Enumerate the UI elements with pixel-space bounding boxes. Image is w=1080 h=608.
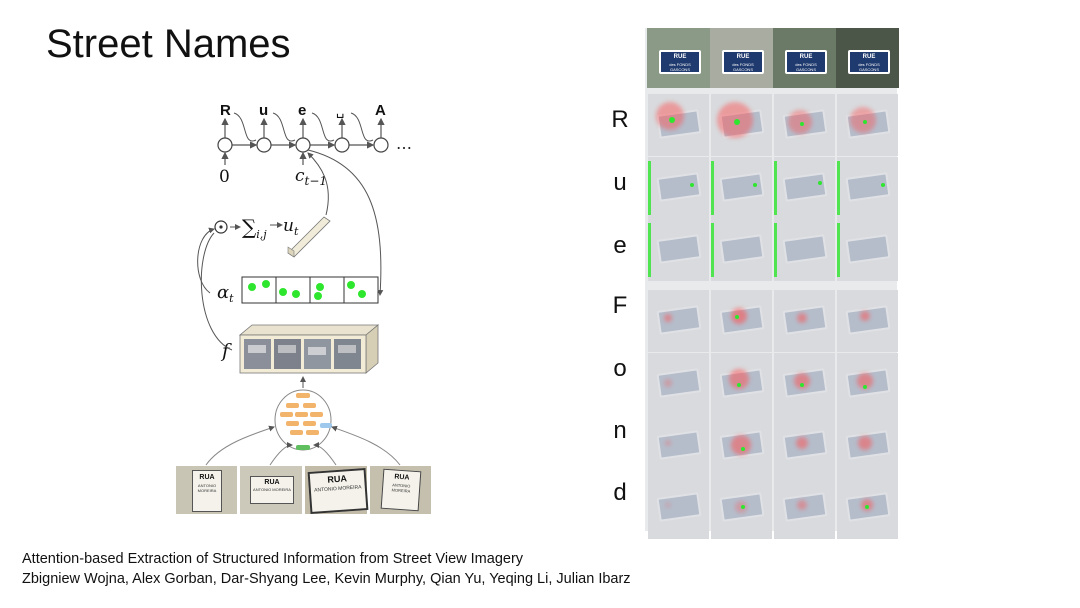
attention-map-thumbnail [837,219,898,281]
paper-authors: Zbigniew Wojna, Alex Gorban, Dar-Shyang … [22,571,631,587]
paper-title: Attention-based Extraction of Structured… [22,551,524,567]
attention-map-thumbnail [711,157,772,219]
rnn-node [373,137,389,153]
attention-map-thumbnail [774,94,835,156]
attention-map-thumbnail [648,415,709,477]
output-char: u [259,102,268,119]
rnn-node [334,137,350,153]
attention-map-thumbnail [837,353,898,415]
row-letter: d [613,479,627,506]
citation: Attention-based Extraction of Structured… [22,549,631,589]
attention-map-thumbnail [648,353,709,415]
rnn-chain [217,112,389,165]
rnn-node [256,137,272,153]
feature-map-volume [238,324,380,374]
attention-map-thumbnail [837,94,898,156]
attention-map-thumbnail [711,477,772,539]
attention-map-thumbnail [711,415,772,477]
output-char: e [298,102,306,119]
u-label: ut [283,216,299,238]
attention-map-thumbnail [774,219,835,281]
attention-map-thumbnail [711,94,772,156]
input-image: RUA ANTONIO MOREIRA [305,466,369,514]
attention-map-thumbnail [837,477,898,539]
attention-map-thumbnail [711,219,772,281]
attention-map-thumbnail [774,290,835,352]
ellipsis: … [396,134,412,153]
row-letter: o [613,355,627,382]
attention-map-thumbnail [774,353,835,415]
row-letter: R [611,106,629,133]
attention-map-thumbnail [648,290,709,352]
rnn-node [295,137,311,153]
attention-map-thumbnail [648,157,709,219]
attention-map-thumbnail [837,290,898,352]
attention-map-thumbnail [837,157,898,219]
input-image: RUA ANTONIO MOREIRA [176,466,237,514]
row-letter: n [613,417,627,444]
attention-map-thumbnail [648,477,709,539]
attention-map-thumbnail [648,94,709,156]
feature-label: f [220,340,232,362]
attention-map-thumbnail [837,415,898,477]
attention-map-thumbnail [711,290,772,352]
attention-grid [241,276,379,304]
attention-map-thumbnail [774,157,835,219]
output-char: R [220,102,231,119]
output-char: ␣ [336,104,344,119]
row-letter: e [613,232,627,259]
input-image: RUA ANTONIO MOREIRA [370,466,431,514]
input-image: RUA ANTONIO MOREIRA [240,466,302,514]
attention-map-thumbnail [774,415,835,477]
attention-map-thumbnail [774,477,835,539]
rnn-node [217,137,233,153]
architecture-diagram: R u e ␣ A … 0 ct−1 ∑i,j ut αt f [197,102,412,466]
alpha-label: αt [217,282,234,305]
attention-map-thumbnail [648,219,709,281]
row-letter: F [612,292,628,319]
context-label: ct−1 [295,166,327,188]
cnn-module [274,389,332,451]
row-letter: u [613,169,627,196]
slide-title: Street Names [46,22,291,66]
attention-map-thumbnail [711,353,772,415]
output-char: A [375,102,386,119]
sum-label: ∑i,j [242,215,267,241]
initial-state-label: 0 [219,167,230,187]
